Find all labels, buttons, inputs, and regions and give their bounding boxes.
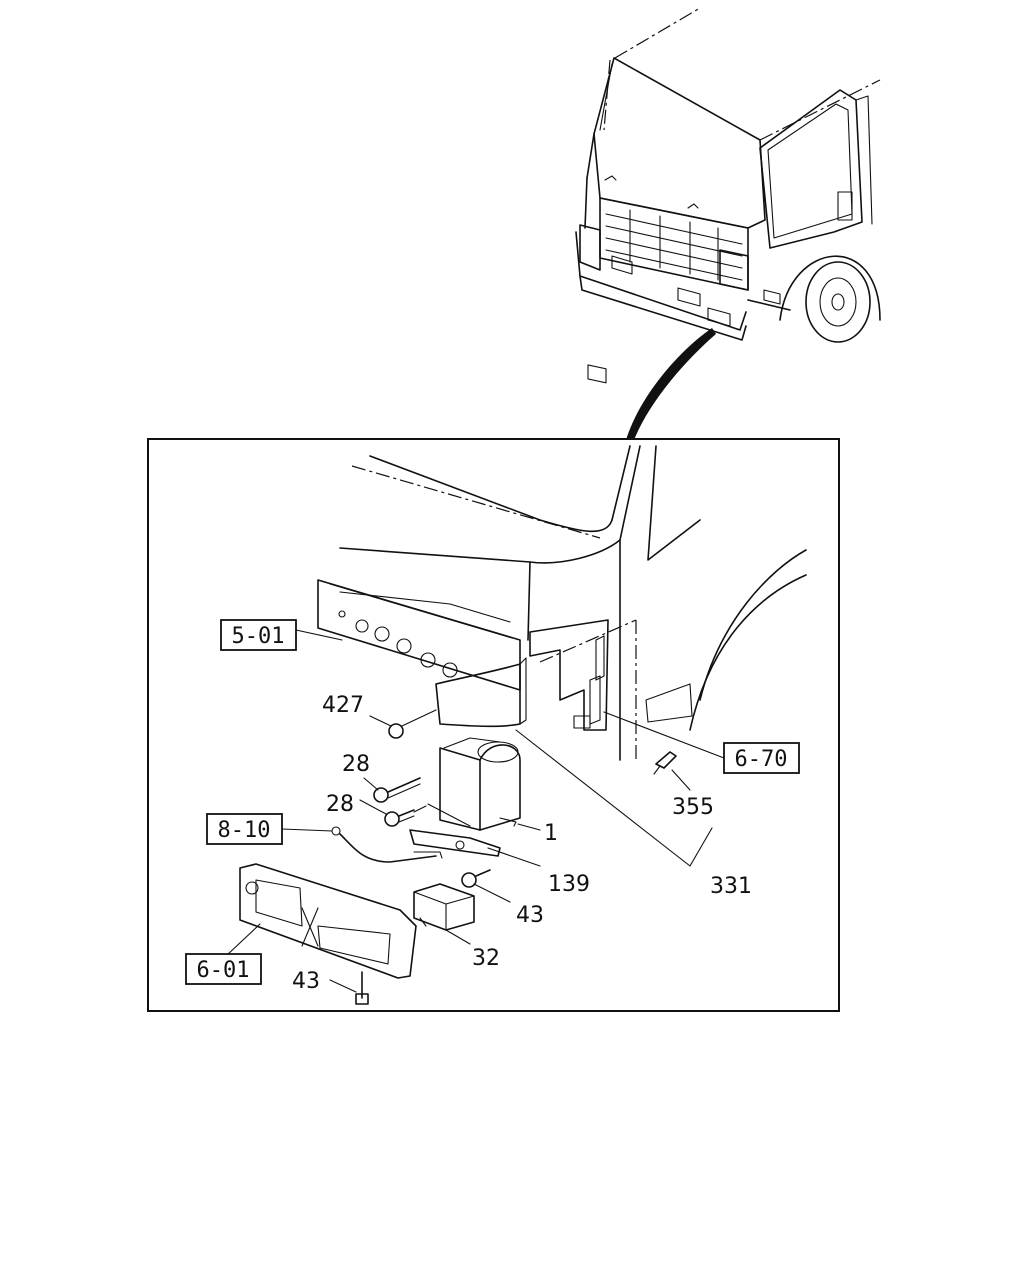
ref-label-5-01: 5-01 <box>232 624 285 649</box>
ref-box-6-70[interactable]: 6-70 <box>723 742 800 774</box>
bolt-28-lower <box>384 805 427 827</box>
ref-box-6-01[interactable]: 6-01 <box>185 953 262 985</box>
bolt-43-bottom <box>355 971 369 1005</box>
part-number-28-upper: 28 <box>342 752 370 777</box>
ref-label-8-10: 8-10 <box>218 818 271 843</box>
part-number-32: 32 <box>472 946 500 971</box>
lower-garnish-6-01 <box>239 863 417 979</box>
part-number-43-right: 43 <box>516 903 544 928</box>
part-number-28-lower: 28 <box>326 792 354 817</box>
part-number-43-bottom: 43 <box>292 969 320 994</box>
bolt-28-upper <box>373 777 421 803</box>
detail-view-frame <box>147 438 840 1012</box>
truck-overview-illustration <box>575 7 881 440</box>
detail-cab-body <box>317 445 807 761</box>
horn-assembly <box>427 737 521 831</box>
bolt-427 <box>388 709 437 739</box>
ref-box-5-01[interactable]: 5-01 <box>220 619 297 651</box>
callout-pointer-arrow <box>626 328 716 440</box>
ref-box-8-10[interactable]: 8-10 <box>206 813 283 845</box>
fog-lamp-32 <box>413 883 475 931</box>
part-number-139: 139 <box>548 872 590 897</box>
leader-lines <box>225 629 725 993</box>
part-number-355: 355 <box>672 795 714 820</box>
wiring-harness <box>331 826 465 863</box>
ref-label-6-70: 6-70 <box>735 747 788 772</box>
bolt-43-right <box>461 869 491 888</box>
part-number-1: 1 <box>544 821 558 846</box>
ref-label-6-01: 6-01 <box>197 958 250 983</box>
clip-355 <box>653 751 677 775</box>
part-number-331: 331 <box>710 874 752 899</box>
part-number-427: 427 <box>322 693 364 718</box>
